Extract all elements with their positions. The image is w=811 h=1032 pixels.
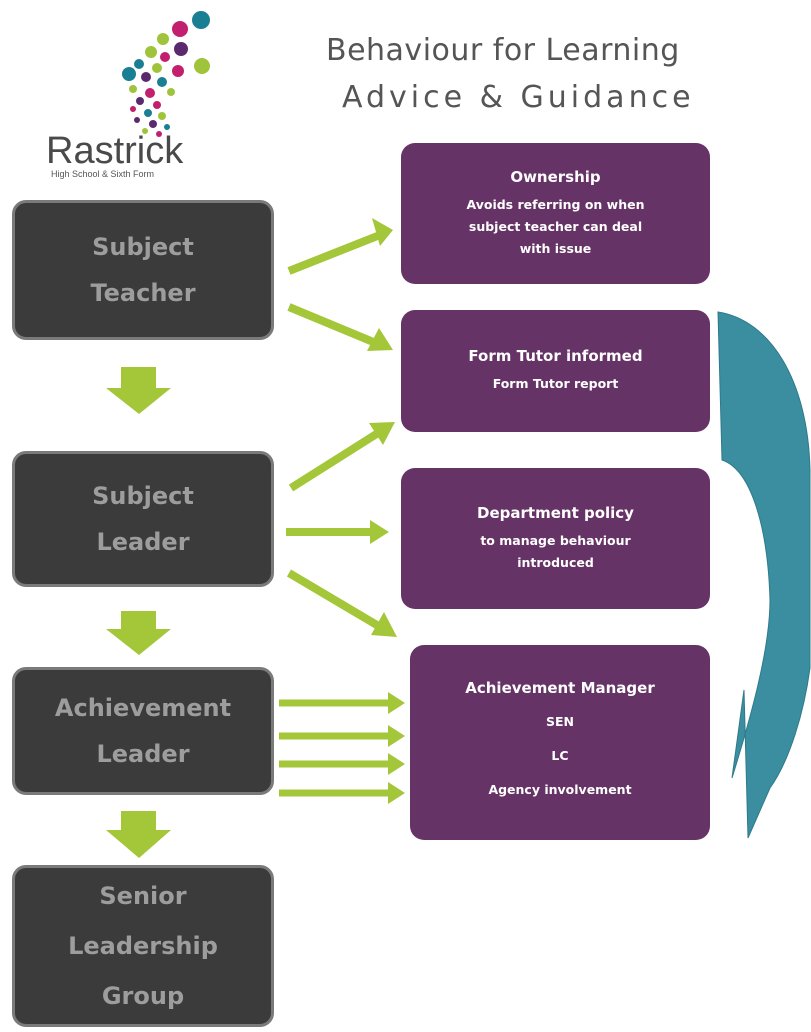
arrowhead [388, 782, 405, 804]
box-text-line: subject teacher can deal [468, 218, 643, 234]
box-label-line: Subject [92, 233, 194, 261]
box-senior-leadership-group: Senior Leadership Group [12, 865, 274, 1027]
arrowhead [388, 692, 405, 714]
arrowhead [369, 422, 395, 445]
box-achievement-leader: Achievement Leader [12, 667, 274, 795]
arrowhead [388, 753, 405, 775]
arrow-leader-to-formtutor [288, 424, 389, 492]
box-achievement-manager: Achievement Manager SEN LC Agency involv… [410, 645, 710, 840]
box-label-line: Subject [92, 482, 194, 510]
box-label-line: Leadership [68, 932, 218, 960]
box-text-line: to manage behaviour [480, 532, 631, 548]
arrowhead [371, 612, 397, 637]
box-department-policy: Department policy to manage behaviour in… [401, 468, 710, 609]
down-arrow-1 [106, 367, 171, 414]
box-label-line: Group [101, 982, 185, 1010]
box-title: Ownership [510, 167, 601, 186]
box-form-tutor-informed: Form Tutor informed Form Tutor report [401, 310, 710, 432]
escalation-curved-arrow [717, 311, 811, 839]
box-title: Form Tutor informed [468, 347, 643, 365]
box-title: Department policy [477, 503, 634, 522]
box-text-line: LC [551, 747, 569, 763]
box-text-line: Avoids referring on when [466, 196, 645, 212]
box-label-line: Teacher [90, 279, 196, 307]
box-label-line: Leader [96, 528, 190, 556]
logo-dots-icon [122, 11, 210, 137]
logo-name: Rastrick [46, 130, 184, 172]
box-text-line: with issue [519, 240, 592, 256]
down-arrow-2 [106, 611, 171, 655]
arrowhead [372, 218, 393, 246]
page-title: Behaviour for Learning [326, 33, 680, 68]
box-label-line: Achievement [54, 694, 232, 722]
arrowhead [388, 725, 405, 747]
arrowhead [370, 520, 389, 544]
box-label-line: Senior [99, 882, 187, 910]
box-text-line: introduced [517, 554, 594, 570]
down-arrow-3 [106, 811, 171, 858]
box-text-line: Agency involvement [488, 781, 632, 797]
page-subtitle: Advice & Guidance [342, 80, 695, 115]
arrow-leader-to-achievement-manager [286, 569, 390, 635]
box-title: Achievement Manager [465, 678, 655, 697]
logo-subtitle: High School & Sixth Form [51, 169, 155, 179]
box-text-line: Form Tutor report [492, 376, 619, 391]
box-subject-leader: Subject Leader [12, 451, 274, 587]
box-ownership: Ownership Avoids referring on when subje… [401, 143, 710, 284]
arrow-teacher-to-ownership [287, 229, 387, 275]
arrowhead [367, 328, 393, 351]
arrow-teacher-to-formtutor [287, 303, 385, 350]
box-label-line: Leader [96, 740, 190, 768]
box-text-line: SEN [545, 713, 574, 729]
box-subject-teacher: Subject Teacher [12, 200, 274, 340]
